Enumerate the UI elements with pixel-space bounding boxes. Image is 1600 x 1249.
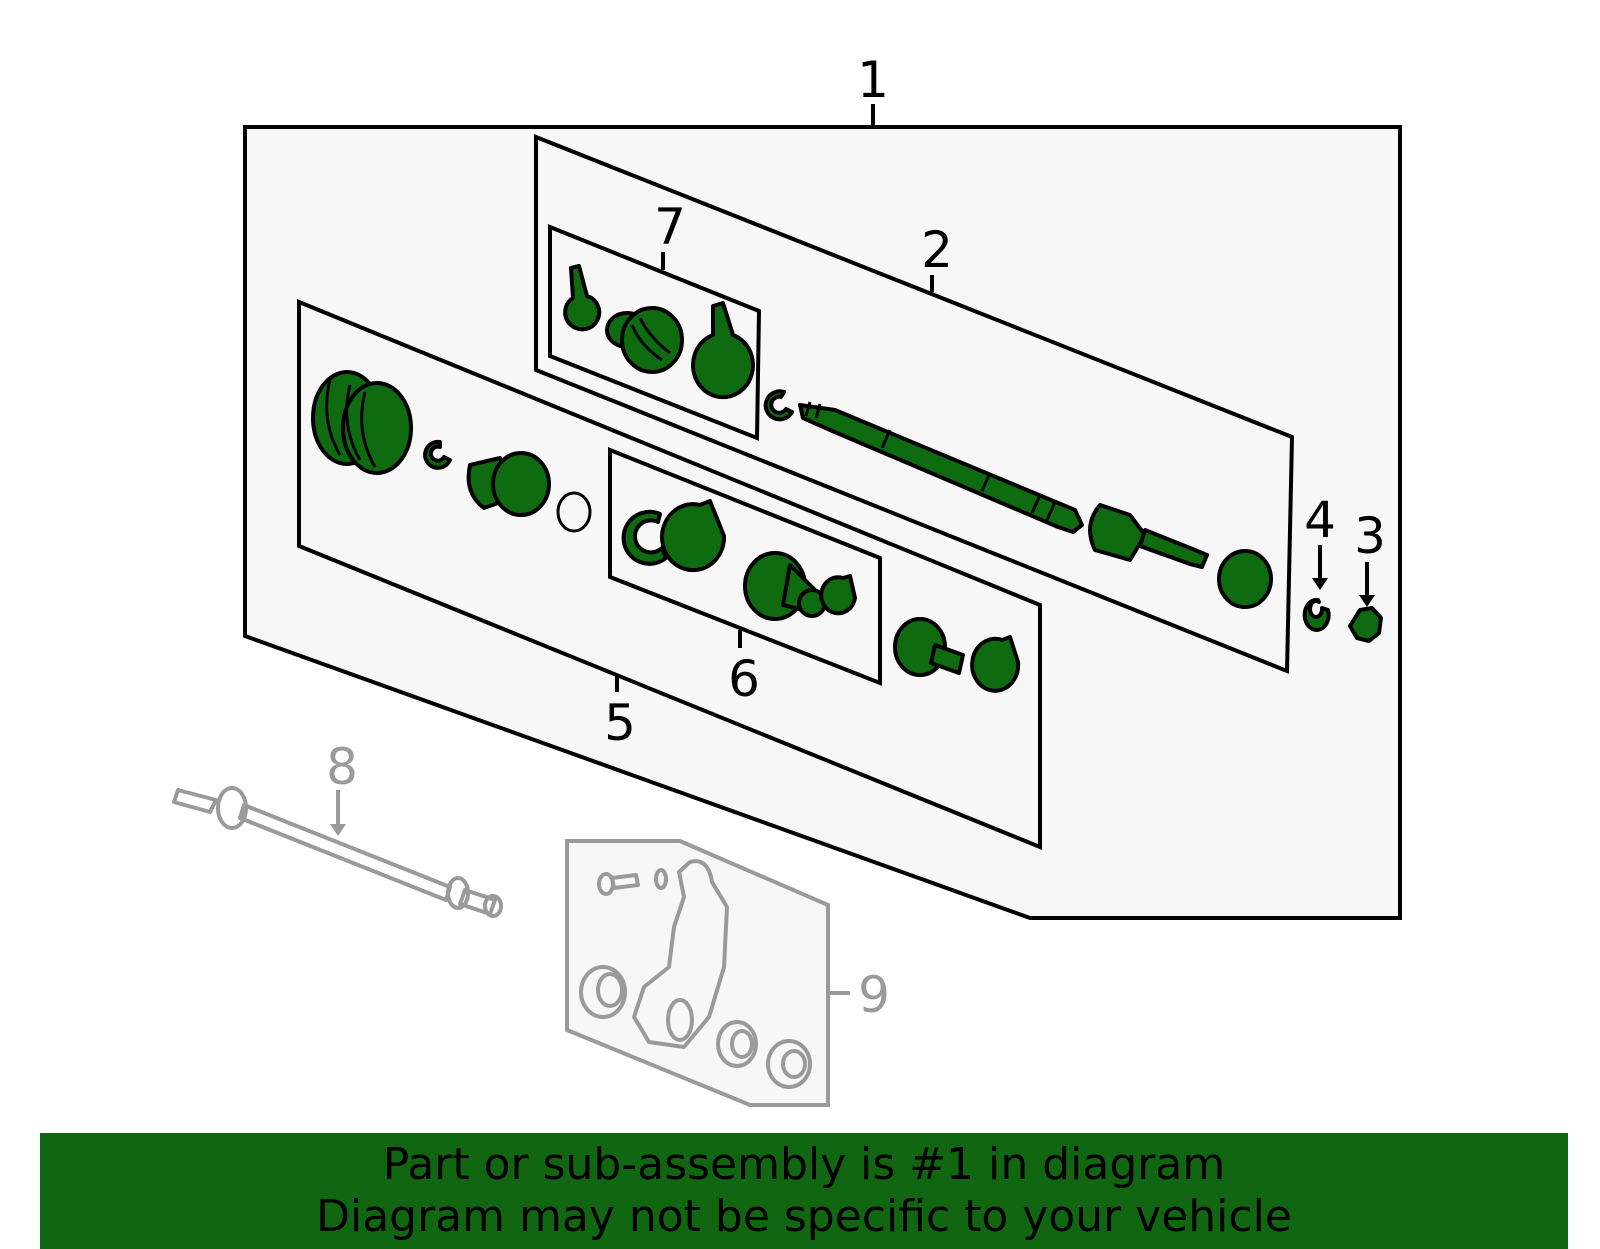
banner-line-1: Part or sub-assembly is #1 in diagram (382, 1139, 1226, 1190)
callout-8[interactable]: 8 (326, 738, 358, 796)
part-9-group: 9 (565, 839, 890, 1107)
circlip-part[interactable] (423, 439, 452, 470)
inner-joint-housing-part[interactable] (466, 451, 551, 517)
arrow-3 (1359, 595, 1375, 607)
snap-ring-part[interactable] (763, 389, 794, 422)
dust-seal-part[interactable] (1217, 549, 1273, 609)
assembly-9-box (565, 839, 830, 1107)
boot-6-part[interactable] (743, 551, 827, 621)
arrow-8 (330, 824, 346, 836)
callout-7[interactable]: 7 (654, 198, 686, 256)
box-5-parts (311, 370, 1021, 693)
callout-1[interactable]: 1 (857, 51, 889, 109)
inner-boot-part[interactable] (311, 370, 413, 475)
boot-part[interactable] (605, 306, 684, 374)
washer-part[interactable] (1302, 597, 1331, 632)
box-6-parts (621, 499, 857, 621)
bolt-part[interactable] (597, 872, 640, 896)
retaining-ring-part[interactable] (621, 509, 668, 566)
arrow-4 (1312, 578, 1328, 590)
callout-2[interactable]: 2 (921, 221, 953, 279)
callout-4[interactable]: 4 (1304, 491, 1336, 549)
callout-3[interactable]: 3 (1354, 507, 1386, 565)
axle-shaft-part[interactable] (798, 403, 1084, 534)
intermediate-shaft-part[interactable] (172, 786, 503, 918)
hub-nut-part[interactable] (1348, 606, 1383, 643)
disclaimer-banner: Part or sub-assembly is #1 in diagram Di… (40, 1133, 1568, 1249)
callout-5[interactable]: 5 (604, 694, 636, 752)
box-7-parts (563, 264, 755, 400)
box-2-parts (763, 389, 1273, 609)
part-4-group: 4 (1302, 491, 1336, 632)
large-clamp-part[interactable] (691, 301, 755, 400)
washer-9-part[interactable] (654, 868, 668, 890)
bearing-support-bracket-part[interactable] (632, 859, 729, 1049)
bearing-part[interactable] (579, 965, 627, 1019)
boot-clamp-small-part[interactable] (819, 574, 857, 616)
callout-6[interactable]: 6 (728, 650, 760, 708)
boot-clamp-large-part[interactable] (660, 499, 727, 573)
part-8-group: 8 (172, 738, 503, 918)
callout-9[interactable]: 9 (858, 966, 890, 1024)
snap-ring-9-part[interactable] (716, 1020, 758, 1068)
stub-shaft-part[interactable] (893, 617, 965, 677)
outer-joint-part[interactable] (1088, 503, 1209, 569)
end-clamp-part[interactable] (970, 635, 1021, 693)
seal-9-part[interactable] (766, 1039, 812, 1089)
part-3-group: 3 (1348, 507, 1386, 643)
o-ring-part[interactable] (556, 491, 592, 533)
banner-line-2: Diagram may not be specific to your vehi… (316, 1191, 1292, 1242)
clamp-band-part[interactable] (563, 264, 602, 332)
